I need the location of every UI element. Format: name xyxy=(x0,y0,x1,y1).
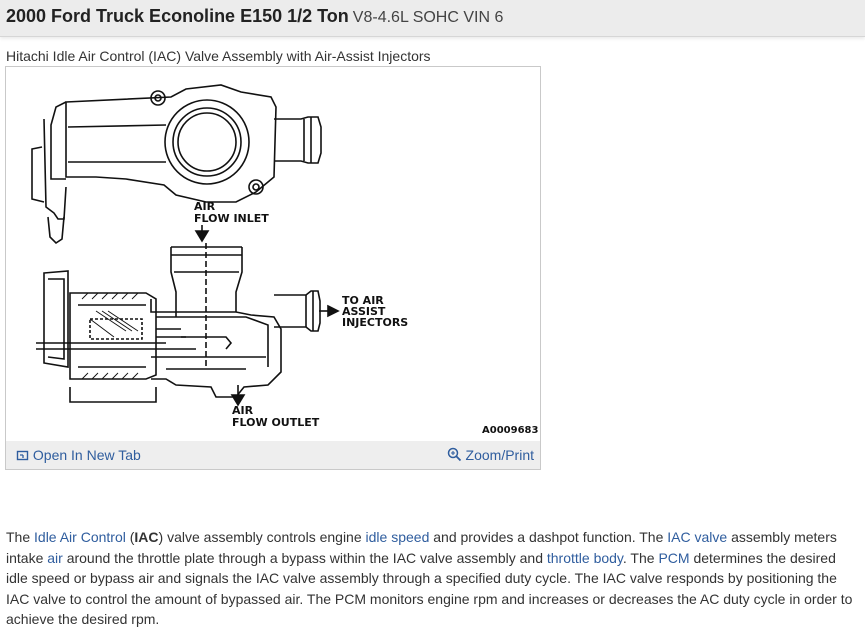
link-idle-speed[interactable]: idle speed xyxy=(365,529,430,545)
link-idle-air-control[interactable]: Idle Air Control xyxy=(34,529,126,545)
text-segment: determines the desired idle speed or byp… xyxy=(6,549,853,628)
text-segment: around the throttle plate through a bypa… xyxy=(62,549,547,566)
text-segment: The xyxy=(6,529,35,545)
link-iac-valve[interactable]: IAC valve xyxy=(667,529,728,545)
to-air-assist-label-line3: INJECTORS xyxy=(342,316,409,329)
engine-subtitle: V8-4.6L SOHC VIN 6 xyxy=(352,9,504,26)
link-pcm[interactable]: PCM xyxy=(658,549,690,566)
zoom-print-label: Zoom/Print xyxy=(465,447,534,463)
link-air[interactable]: air xyxy=(47,549,63,566)
bold-iac: IAC xyxy=(134,529,159,545)
open-in-new-tab-label: Open In New Tab xyxy=(32,447,141,463)
vehicle-title: 2000 Ford Truck Econoline E150 1/2 Ton xyxy=(6,6,349,26)
figure-caption: Hitachi Idle Air Control (IAC) Valve Ass… xyxy=(6,48,431,64)
open-in-new-tab-button[interactable]: Open In New Tab xyxy=(16,447,141,463)
description-paragraph: The Idle Air Control (IAC) valve assembl… xyxy=(6,527,861,630)
figure-id-label: A0009683 xyxy=(482,425,539,436)
figure-footer: Open In New Tab Zoom/Print xyxy=(6,441,540,469)
figure-panel: AIR FLOW INLET TO AIR ASSIST INJECTORS A… xyxy=(5,66,541,470)
open-in-new-tab-icon xyxy=(16,450,29,461)
air-flow-inlet-label-line2: FLOW INLET xyxy=(194,212,269,225)
zoom-print-button[interactable]: Zoom/Print xyxy=(447,447,534,463)
magnifier-icon xyxy=(447,447,461,462)
air-flow-outlet-label-line2: FLOW OUTLET xyxy=(232,416,320,429)
air-flow-inlet-label-line1: AIR xyxy=(194,200,216,213)
text-segment: ( xyxy=(125,529,135,545)
text-segment: and provides a dashpot function. The xyxy=(429,529,668,545)
text-segment: ) valve assembly controls engine xyxy=(158,529,366,545)
text-segment: assembly meters intake xyxy=(6,529,837,566)
iac-valve-diagram xyxy=(31,84,340,407)
text-segment: . The xyxy=(622,549,659,566)
link-throttle-body[interactable]: throttle body xyxy=(546,549,623,566)
air-flow-outlet-label-line1: AIR xyxy=(232,404,254,417)
to-air-assist-label-line1: TO AIR xyxy=(342,294,384,307)
to-air-assist-label-line2: ASSIST xyxy=(342,305,386,318)
